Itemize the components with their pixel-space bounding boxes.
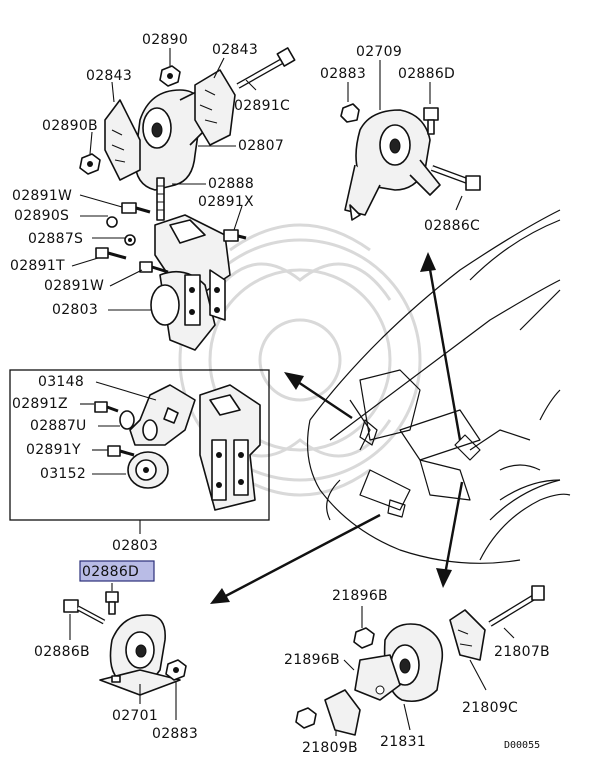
- bracket-03148: [129, 384, 196, 446]
- bolt-02891C: [236, 47, 296, 89]
- label-02891Z: 02891Z: [12, 396, 68, 412]
- label-03152: 03152: [40, 466, 86, 482]
- label-02891W-upper: 02891W: [12, 188, 72, 204]
- bolt-02891Z: [94, 401, 119, 413]
- label-02886C: 02886C: [424, 218, 480, 234]
- label-02891T: 02891T: [10, 258, 65, 274]
- label-02886D-upper: 02886D: [398, 66, 455, 82]
- bolt-02891Y: [107, 445, 135, 457]
- part-number-labels: 02890 02843 02843 02890B 02891C 02807 02…: [10, 32, 550, 756]
- label-02803-top: 02803: [52, 302, 98, 318]
- label-21809C: 21809C: [462, 700, 518, 716]
- bolt-02886D-lower: [105, 591, 119, 615]
- label-02883-upper: 02883: [320, 66, 366, 82]
- label-21831: 21831: [380, 734, 426, 750]
- nut-21896B-lower: [295, 707, 317, 729]
- label-02883-lower: 02883: [152, 726, 198, 742]
- stopper-21809C: [449, 609, 486, 661]
- mount-02701: [99, 614, 181, 696]
- nut-02883-upper: [340, 103, 360, 123]
- mount-21831: [354, 623, 444, 703]
- label-02807: 02807: [238, 138, 284, 154]
- label-02887U: 02887U: [30, 418, 87, 434]
- label-02887S: 02887S: [28, 231, 83, 247]
- label-02709: 02709: [356, 44, 402, 60]
- label-02886B: 02886B: [34, 644, 90, 660]
- label-02888: 02888: [208, 176, 254, 192]
- lower-right-mount-group: [295, 585, 545, 736]
- upper-right-mount-group: [340, 60, 481, 221]
- stud-02888: [156, 177, 165, 221]
- label-02701: 02701: [112, 708, 158, 724]
- washer-02887U: [119, 410, 135, 430]
- nut-21896B-upper: [353, 627, 375, 649]
- label-02891X: 02891X: [198, 194, 254, 210]
- label-03148: 03148: [38, 374, 84, 390]
- bolt-02891W-lower: [139, 261, 169, 274]
- label-02890S: 02890S: [14, 208, 69, 224]
- bolt-02891W-upper: [121, 202, 151, 214]
- label-02843-right: 02843: [212, 42, 258, 58]
- upper-left-mount-group: [71, 47, 296, 351]
- label-02843-left: 02843: [86, 68, 132, 84]
- label-02890B: 02890B: [42, 118, 98, 134]
- bolt-21807B: [488, 585, 545, 627]
- bolt-02886D-upper: [423, 107, 439, 135]
- label-21809B: 21809B: [302, 740, 358, 756]
- label-02890: 02890: [142, 32, 188, 48]
- bolt-02886C: [430, 165, 481, 191]
- stopper-plate-02843-left: [104, 99, 141, 181]
- bolt-02891X: [223, 229, 247, 242]
- stopper-plate-02843-right: [194, 69, 236, 146]
- highlighted-part-label-box: [79, 560, 155, 582]
- label-21896B-upper: 21896B: [332, 588, 388, 604]
- washer-02890S: [106, 216, 118, 228]
- vehicle-outline: [306, 209, 571, 564]
- bushing-03152: [127, 451, 169, 489]
- bolt-02886B: [63, 599, 106, 625]
- label-02891Y: 02891Y: [26, 442, 81, 458]
- stopper-21809B: [324, 689, 361, 736]
- label-02891W-lower: 02891W: [44, 278, 104, 294]
- label-21807B: 21807B: [494, 644, 550, 660]
- boxed-bracket-group: [9, 369, 270, 534]
- label-02886D-highlighted: 02886D: [82, 564, 139, 580]
- label-21896B-lower: 21896B: [284, 652, 340, 668]
- callout-arrows: [210, 252, 464, 604]
- label-02891C: 02891C: [234, 98, 290, 114]
- label-02803-box: 02803: [112, 538, 158, 554]
- drawing-code: D00055: [504, 740, 540, 751]
- lower-left-mount-group: [63, 560, 187, 720]
- bolt-02891T: [95, 247, 127, 260]
